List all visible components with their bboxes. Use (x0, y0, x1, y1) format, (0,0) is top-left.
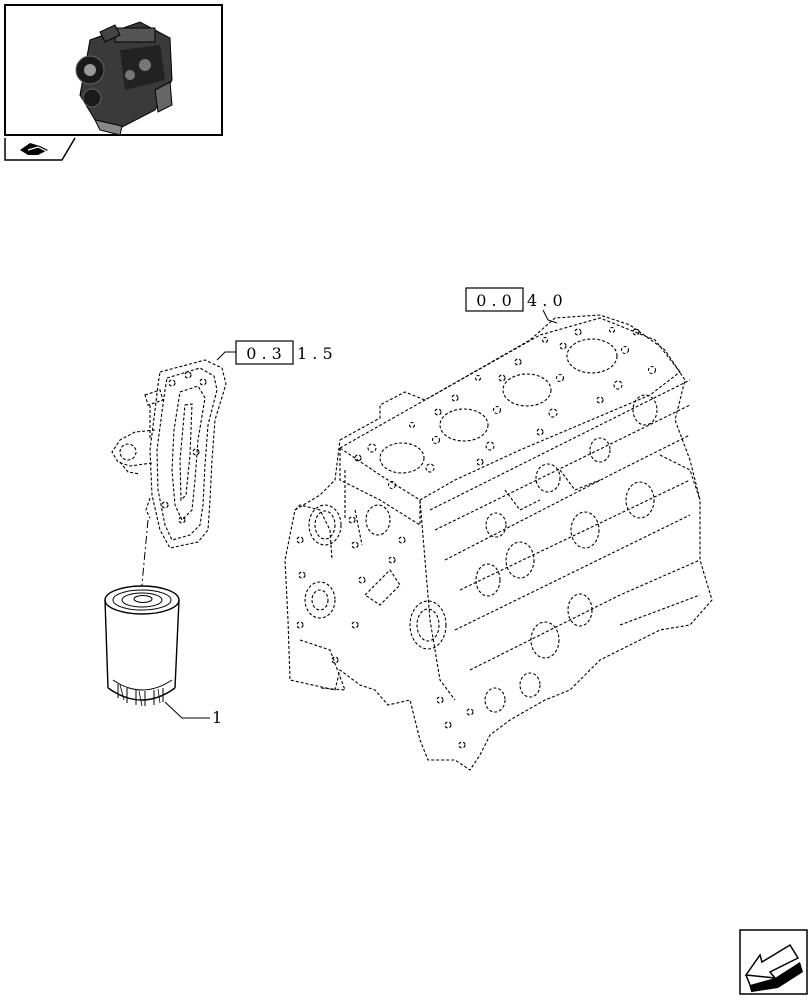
oil-filter-support (111, 351, 236, 549)
callout-filter-support-boxed: 0 . 3 (246, 344, 282, 363)
callout-crankcase-boxed: 0 . 0 (476, 291, 512, 310)
callout-crankcase[interactable]: 0 . 0 4 . 0 (465, 287, 563, 312)
filter-axis-line (140, 519, 149, 596)
callout-oil-filter[interactable]: 1 (212, 708, 222, 727)
next-page-arrow-icon[interactable] (739, 929, 808, 995)
oil-filter-cartridge[interactable] (104, 585, 210, 719)
view-tab[interactable] (4, 137, 76, 161)
engine-thumbnail-icon[interactable] (4, 4, 223, 136)
callout-filter-support-rest: 1 . 5 (297, 344, 333, 363)
callout-crankcase-rest: 4 . 0 (527, 291, 563, 310)
callout-filter-support[interactable]: 0 . 3 1 . 5 (235, 340, 333, 365)
crankcase-block (284, 309, 713, 771)
book-hand-icon (20, 143, 48, 155)
